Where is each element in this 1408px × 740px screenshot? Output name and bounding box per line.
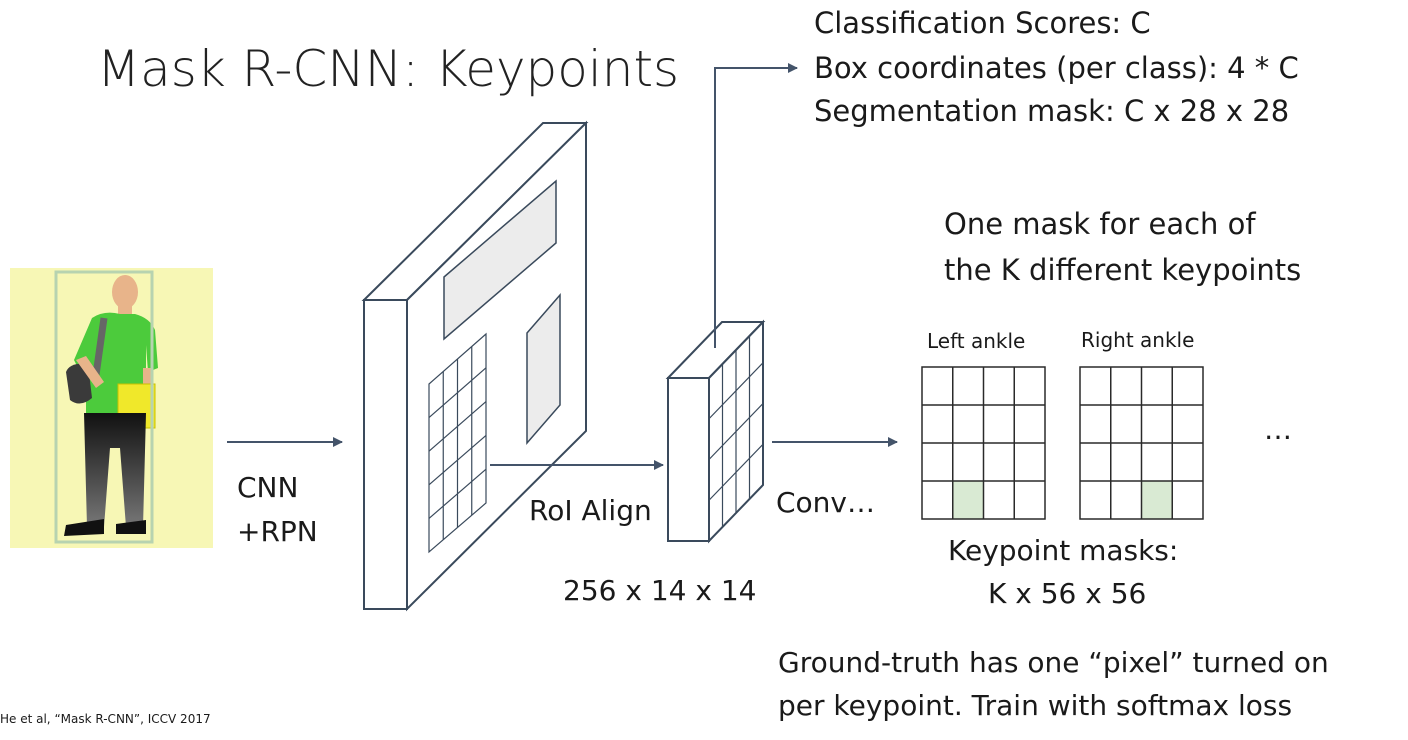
- right-ankle-active-cell: [1142, 481, 1173, 519]
- ground-truth-line1: Ground-truth has one “pixel” turned on: [778, 646, 1329, 679]
- arrow-to-outputs: [714, 63, 798, 348]
- roi-feature-grid: [708, 336, 764, 527]
- keypoint-masks-size: K x 56 x 56: [988, 577, 1147, 610]
- roi-align-label: RoI Align: [529, 494, 652, 527]
- right-ankle-label: Right ankle: [1081, 328, 1195, 352]
- output-classification-scores: Classification Scores: C: [814, 6, 1151, 40]
- right-ankle-mask-grid: [1079, 366, 1204, 520]
- slide-title: Mask R-CNN: Keypoints: [97, 40, 680, 98]
- more-masks-ellipsis: …: [1264, 413, 1292, 446]
- roi-grid: [428, 332, 487, 554]
- cnn-label: CNN: [237, 471, 299, 504]
- proposal-region-1: [443, 179, 557, 341]
- output-segmentation-mask: Segmentation mask: C x 28 x 28: [814, 94, 1290, 128]
- keypoint-masks-label: Keypoint masks:: [948, 534, 1179, 567]
- person-figure: [64, 275, 158, 536]
- left-ankle-mask-grid: [921, 366, 1046, 520]
- left-ankle-active-cell: [953, 481, 984, 519]
- keypoint-note-line1: One mask for each of: [944, 207, 1256, 241]
- conv-label: Conv…: [776, 486, 875, 519]
- roi-size-label: 256 x 14 x 14: [563, 574, 757, 607]
- ground-truth-line2: per keypoint. Train with softmax loss: [778, 689, 1293, 722]
- feature-map-box: [361, 120, 589, 612]
- roi-feature-box: [665, 319, 766, 544]
- rpn-label: +RPN: [237, 515, 318, 548]
- keypoint-note-line2: the K different keypoints: [944, 253, 1302, 287]
- output-box-coordinates: Box coordinates (per class): 4 * C: [814, 51, 1299, 85]
- citation: He et al, “Mask R-CNN”, ICCV 2017: [0, 712, 211, 726]
- left-ankle-label: Left ankle: [927, 329, 1026, 353]
- proposal-region-2: [526, 292, 561, 446]
- bounding-box: [54, 270, 154, 544]
- input-image: [10, 268, 213, 548]
